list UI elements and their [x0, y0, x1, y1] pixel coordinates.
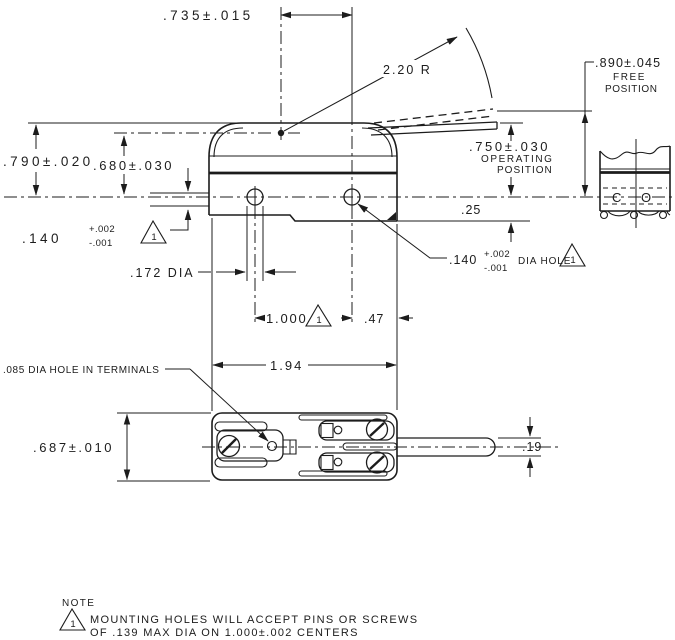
dim-side-hole: .140 +.002 -.001 1 [22, 168, 192, 249]
upper-terminal-lug [318, 420, 395, 441]
screw-slot [221, 438, 237, 454]
corner-detail [387, 212, 396, 220]
svg-text:OPERATING: OPERATING [481, 154, 554, 165]
lever-free-position [373, 108, 494, 131]
terminal-screw-upper [365, 418, 389, 441]
svg-text:-.001: -.001 [484, 263, 508, 274]
dim-mounting-hole: .140 +.002 -.001 DIA HOLE 1 [357, 203, 586, 274]
terminal-end [629, 210, 639, 220]
svg-text:1: 1 [570, 255, 575, 266]
left-lower-slot [214, 457, 268, 468]
cover-inner-line-right [361, 127, 393, 158]
marking-c: C [612, 190, 621, 205]
dim-plunger-height: .680±.030 [93, 135, 174, 195]
svg-text:POSITION: POSITION [605, 84, 658, 95]
screw-slot [369, 455, 385, 470]
dim-overall-height: .790±.020 [3, 122, 240, 196]
svg-text:1: 1 [70, 619, 75, 630]
dim-hole-dia-text: .172 DIA [130, 266, 195, 280]
flag-note-triangle [559, 242, 586, 267]
centerlines [4, 7, 673, 448]
dim-terminal-hole-text: .085 DIA HOLE IN TERMINALS [3, 365, 160, 376]
lever-pivot-point [277, 129, 285, 137]
svg-text:1: 1 [316, 315, 321, 326]
dim-body-length: 1.94 [212, 358, 397, 373]
terminal-hole-target [266, 440, 278, 452]
dim-free-position-text: .890±.045 [595, 56, 661, 70]
bottom-slot [298, 470, 388, 477]
extension-lines [211, 218, 398, 411]
lever-operating-position [367, 121, 498, 136]
dim-base-height-text: .687±.010 [33, 440, 114, 455]
svg-text:+.002: +.002 [484, 249, 510, 260]
lever-edge-view [397, 437, 496, 457]
dim-lever-radius: 2.20 R [283, 36, 458, 132]
common-terminal-lug [216, 429, 284, 462]
dim-lever-radius-text: 2.20 R [383, 63, 432, 77]
screw-slot [369, 422, 385, 437]
bottom-view [211, 412, 496, 481]
left-upper-slot [214, 421, 268, 432]
top-slot [298, 414, 388, 421]
dim-body-length-text: 1.94 [270, 358, 303, 373]
switch-body-bottom [209, 214, 397, 222]
flag-note-triangle [59, 607, 86, 631]
svg-text:+.002: +.002 [89, 224, 115, 235]
svg-text:DIA HOLE: DIA HOLE [518, 256, 571, 267]
lever-swing-arc [465, 27, 493, 99]
cover-inner-line-left [213, 127, 244, 158]
front-view [150, 27, 498, 222]
dim-edge-distance-text: .47 [364, 312, 384, 326]
dim-hole-centers: 1.000 1 [254, 303, 353, 327]
flag-note-triangle [305, 303, 332, 327]
dim-terminal-hole: .085 DIA HOLE IN TERMINALS [3, 365, 269, 442]
terminal-end [599, 210, 609, 220]
side-view: C O [599, 139, 671, 228]
svg-text:FREE: FREE [613, 72, 646, 83]
dim-operating-position: .750±.030 OPERATING POSITION [469, 122, 554, 196]
terminal-screw-left [217, 434, 241, 458]
svg-text:POSITION: POSITION [497, 165, 553, 176]
dim-edge-distance: .47 [364, 312, 413, 326]
dim-lever-width-text: .19 [522, 440, 542, 454]
note-heading: NOTE [62, 598, 95, 609]
dim-hole-dia: .172 DIA [130, 206, 296, 281]
svg-text:1: 1 [151, 232, 156, 243]
lever-exit-slot [342, 442, 398, 451]
flag-note-triangle [140, 219, 167, 244]
svg-text:-.001: -.001 [89, 238, 113, 249]
note-line-1: MOUNTING HOLES WILL ACCEPT PINS OR SCREW… [90, 614, 418, 626]
note-line-2: OF .139 MAX DIA ON 1.000±.002 CENTERS [90, 627, 359, 639]
lower-terminal-lug [318, 452, 395, 473]
terminal-end [658, 210, 668, 220]
note-block: NOTE 1 MOUNTING HOLES WILL ACCEPT PINS O… [59, 598, 418, 639]
dim-free-position: .890±.045 FREE POSITION [497, 56, 661, 196]
dim-side-hole-text: .140 [22, 231, 62, 246]
terminal-screw-lower [365, 451, 389, 474]
dim-top-span-text: .735±.015 [163, 8, 254, 23]
dim-centerline-offset-text: .25 [461, 203, 481, 217]
dim-hole-centers-text: 1.000 [266, 311, 308, 326]
dim-lever-width: .19 [498, 417, 542, 477]
dim-plunger-height-text: .680±.030 [93, 158, 174, 173]
marking-o: O [641, 190, 651, 205]
dim-mounting-hole-text: .140 [449, 253, 477, 267]
dim-overall-height-text: .790±.020 [3, 154, 94, 169]
switch-body-outline [208, 122, 398, 221]
break-line [599, 145, 671, 160]
dim-base-height: .687±.010 [33, 412, 211, 482]
dim-top-span: .735±.015 [163, 8, 353, 23]
dim-operating-position-text: .750±.030 [469, 139, 550, 154]
dim-centerline-offset: .25 [397, 203, 530, 242]
